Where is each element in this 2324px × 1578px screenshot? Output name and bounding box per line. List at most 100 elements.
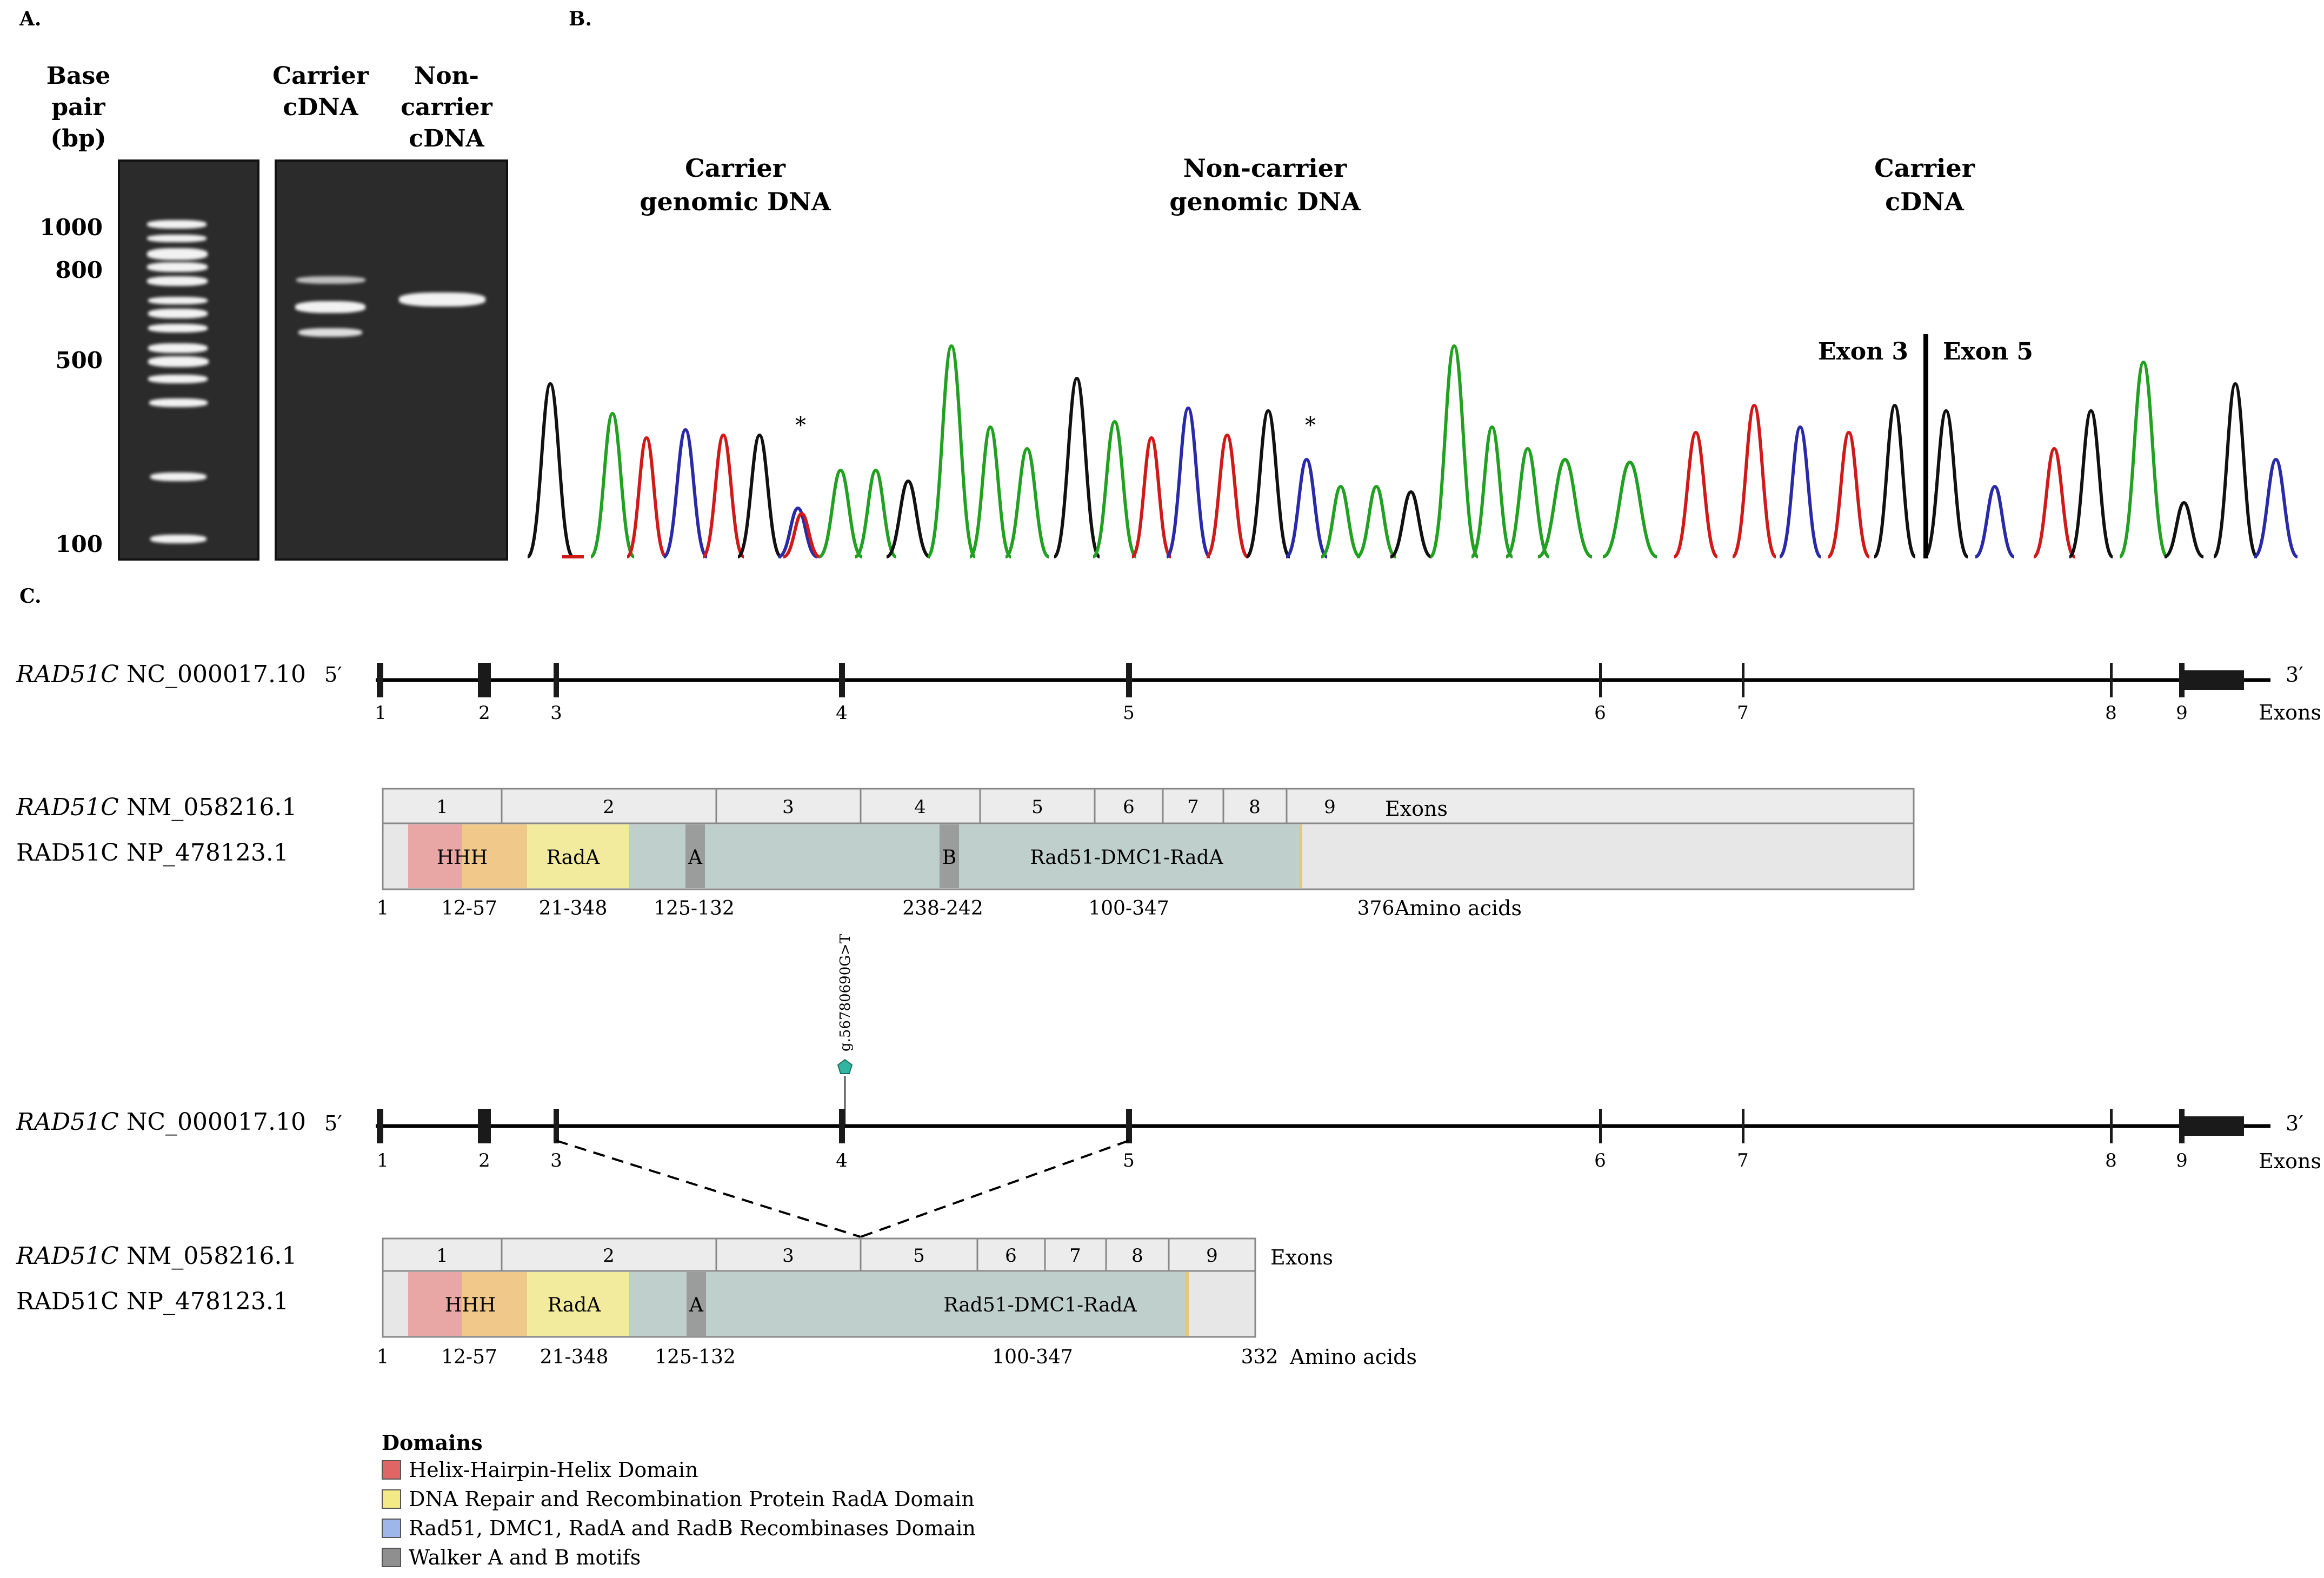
g1-exon-5: 5: [1123, 702, 1135, 724]
five-prime-2: 5′: [324, 1111, 342, 1135]
transcript-label-2: RAD51C NM_058216.1: [16, 1242, 297, 1270]
trace-peak: [2163, 501, 2205, 558]
legend-swatch-walker: [382, 1548, 401, 1567]
trace-peak: [590, 411, 635, 558]
trace-peak: [1470, 425, 1514, 558]
asterisk-noncarrier: *: [1305, 413, 1316, 438]
np-pos-walker-a: 125-132: [654, 897, 735, 920]
g1-exon-1: 1: [375, 702, 387, 724]
vt-exon-3: 3: [782, 1245, 794, 1267]
trace-peak: [626, 436, 667, 558]
vp-pos-rad51: 100-347: [992, 1346, 1073, 1368]
trace-peak: [1389, 490, 1433, 558]
trace-peak: [663, 428, 708, 558]
g1-exon-9: 9: [2176, 702, 2188, 724]
exon5-label: Exon 5: [1943, 338, 2033, 365]
np-pos-end: 376: [1357, 897, 1395, 920]
legend-item-walker: Walker A and B motifs: [382, 1543, 976, 1572]
nt-exon-8: 8: [1249, 796, 1261, 818]
variant-protein-domains: HHH RadA A Rad51-DMC1-RadA: [382, 1270, 1256, 1338]
np-walker-a: A: [688, 847, 703, 869]
g2-exon-2: 2: [478, 1150, 490, 1171]
chromatograms: * * Exon 3 Exon 5: [527, 334, 2299, 558]
g2-exon-8: 8: [2105, 1150, 2117, 1171]
trace-peak: [1537, 457, 1593, 558]
trace-peak: [737, 433, 782, 558]
g2-exon-3: 3: [550, 1150, 562, 1171]
vp-pos-hhh: 12-57: [441, 1346, 497, 1368]
chromatogram-noncarrier-genomic: [1053, 344, 1550, 558]
nt-exon-4: 4: [914, 796, 926, 818]
trace-peak: [1166, 406, 1211, 558]
vt-exon-5: 5: [913, 1245, 925, 1267]
np-pos-walker-b: 238-242: [902, 897, 983, 920]
transcript-accession: NM_058216.1: [126, 794, 297, 821]
panel-a-label: A.: [19, 8, 42, 30]
g1-exon-7: 7: [1737, 702, 1749, 724]
trace-peak: [2212, 382, 2259, 558]
trace-peak: [782, 511, 821, 558]
g2-exon-1: 1: [377, 1150, 389, 1171]
gene-name: RAD51C: [16, 794, 119, 821]
legend-item-rada: DNA Repair and Recombination Protein Rad…: [382, 1484, 976, 1514]
nt-exon-5: 5: [1031, 796, 1043, 818]
chrom2-title: Non-carrier genomic DNA: [1151, 151, 1379, 218]
trace-peak: [777, 506, 818, 558]
chrom3-title: Carrier cDNA: [1816, 151, 2033, 218]
normal-transcript-exons: 1 2 3 4 5 6 7 8 9: [382, 788, 1915, 824]
chromatogram-carrier-cdna: [1537, 360, 2299, 558]
gene-name: RAD51C: [16, 1242, 119, 1270]
lane-noncarrier-header: Non-carrier cDNA: [371, 61, 522, 155]
nt-exon-7: 7: [1187, 796, 1199, 818]
trace-peak: [1131, 436, 1172, 558]
panel-b-label: B.: [569, 8, 592, 30]
vp-hhh: HHH: [445, 1294, 496, 1316]
genomic-backbone-2: [376, 1109, 2270, 1143]
np-pos-start: 1: [377, 897, 389, 920]
normal-protein-domains: HHH RadA A B Rad51-DMC1-RadA: [382, 822, 1915, 890]
genomic-exons-label-2: Exons: [2259, 1149, 2322, 1173]
variant-transcript-exons: 1 2 3 5 6 7 8 9: [382, 1237, 1256, 1272]
exon-skip-lines: [556, 1140, 1129, 1238]
np-pos-rada: 21-348: [539, 897, 608, 920]
trace-peak: [1602, 460, 1658, 558]
trace-peak: [1923, 409, 1969, 558]
trace-peak: [1053, 376, 1101, 558]
g1-exon-8: 8: [2105, 702, 2117, 724]
vt-exon-2: 2: [603, 1245, 615, 1267]
trace-peak: [1505, 447, 1550, 558]
exon3-label: Exon 3: [1818, 338, 1908, 365]
transcript-exons-label-2: Exons: [1270, 1246, 1334, 1269]
five-prime-1: 5′: [324, 663, 342, 687]
np-walker-b: B: [942, 847, 956, 869]
trace-peak: [2253, 457, 2299, 558]
trace-peak: [1356, 484, 1397, 558]
nt-exon-9: 9: [1324, 796, 1336, 818]
trace-peak: [1206, 433, 1249, 558]
trace-peak: [2068, 409, 2114, 558]
vp-pos-start: 1: [377, 1346, 389, 1368]
genomic-accession: NC_000017.10: [126, 661, 306, 688]
trace-peak: [885, 479, 931, 558]
trace-peak: [854, 468, 897, 558]
marker-1000: 1000: [39, 214, 103, 241]
legend-label-rad51: Rad51, DMC1, RadA and RadB Recombinases …: [409, 1516, 976, 1540]
vt-exon-8: 8: [1131, 1245, 1143, 1267]
marker-100: 100: [55, 531, 103, 557]
chrom2-title-line2: genomic DNA: [1169, 187, 1361, 216]
base-pair-header: Base pair (bp): [16, 61, 141, 155]
chrom3-title-line1: Carrier: [1874, 154, 1975, 183]
g2-exon-7: 7: [1737, 1150, 1749, 1171]
vp-pos-end: 332: [1241, 1346, 1278, 1368]
np-rad51: Rad51-DMC1-RadA: [1030, 847, 1223, 869]
np-pos-rad51: 100-347: [1088, 897, 1169, 920]
sample-gel-image: [275, 159, 508, 561]
g2-exon-5: 5: [1123, 1150, 1135, 1171]
lane-noncarrier-line1: Non-carrier: [401, 62, 492, 121]
vp-pos-walker-a: 125-132: [655, 1346, 736, 1368]
trace-peak: [926, 344, 977, 558]
trace-peak: [1285, 457, 1328, 558]
legend-label-hhh: Helix-Hairpin-Helix Domain: [409, 1458, 698, 1482]
trace-peak: [1429, 344, 1480, 558]
